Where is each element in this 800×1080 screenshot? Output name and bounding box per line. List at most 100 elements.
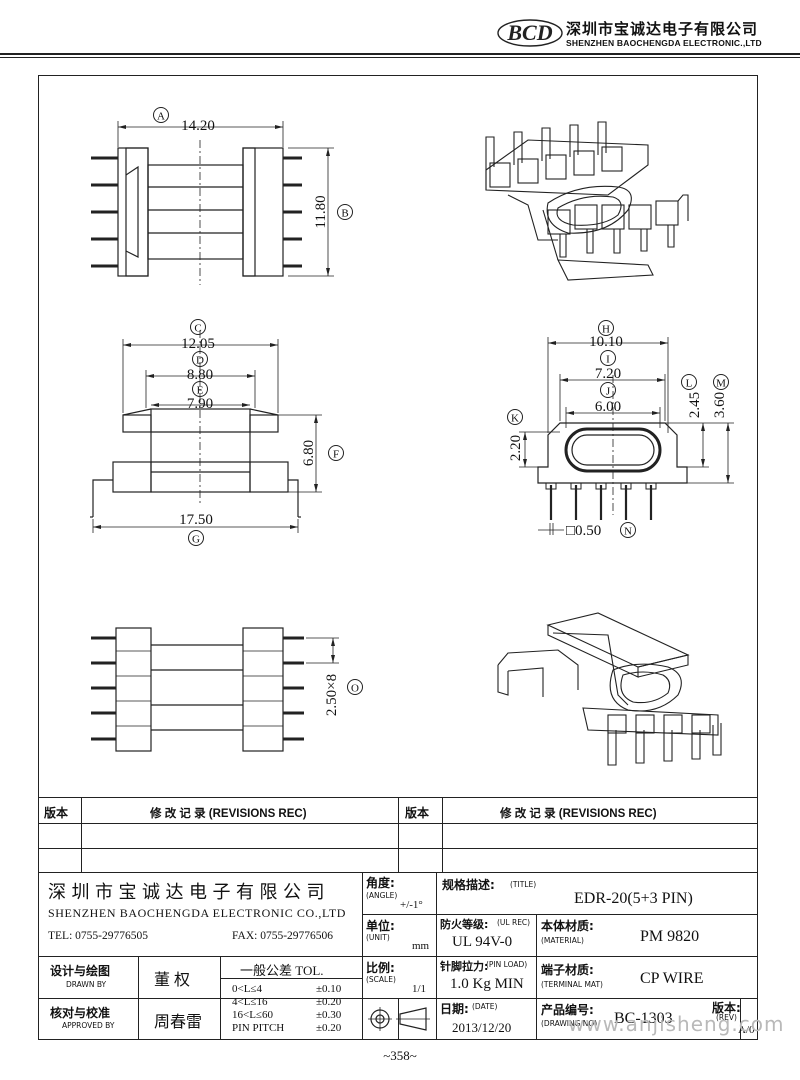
revision-record-header-right: 修 改 记 录 (REVISIONS REC) <box>500 808 657 820</box>
tolerance-value-4: ±0.20 <box>316 1022 342 1034</box>
dim-c-mark: C <box>194 323 201 335</box>
dim-i-value: 7.20 <box>595 366 621 382</box>
drawn-by-name: 董 权 <box>154 972 191 989</box>
dim-g-mark: G <box>192 534 200 546</box>
dim-m-value: 3.60 <box>712 392 728 418</box>
unit-label: 单位: <box>366 919 395 933</box>
header-company-name-en: SHENZHEN BAOCHENGDA ELECTRONIC.,LTD <box>566 38 762 48</box>
dim-h-value: 10.10 <box>589 334 623 350</box>
dim-l-mark: L <box>686 378 693 390</box>
dim-c: C 12.05 <box>181 319 215 352</box>
dim-n: □0.50 N <box>566 522 636 539</box>
tolerance-range-2: 4<L≤16 <box>232 996 268 1008</box>
approved-by-label: 核对与校准 <box>50 1006 111 1020</box>
tolerance-range-4: PIN PITCH <box>232 1022 285 1034</box>
dim-b-mark: B <box>341 208 348 220</box>
title-company-name-en: SHENZHEN BAOCHENGDA ELECTRONIC CO.,LTD <box>48 906 347 920</box>
dim-c-value: 12.05 <box>181 336 215 352</box>
header-rule <box>0 53 800 58</box>
company-fax: FAX: 0755-29776506 <box>232 930 334 942</box>
dim-d: D 8.80 <box>187 351 213 383</box>
date-value: 2013/12/20 <box>452 1020 512 1035</box>
angle-label: 角度: <box>366 876 395 890</box>
drawing-no-value: BC-1303 <box>614 1010 673 1027</box>
title-label: 规格描述: <box>442 878 495 892</box>
dim-g-value: 17.50 <box>179 512 213 528</box>
dim-d-mark: D <box>196 355 204 367</box>
dim-f-value: 6.80 <box>301 440 317 466</box>
dim-b-value: 11.80 <box>313 195 329 228</box>
dim-j-mark: J <box>606 386 611 398</box>
tolerance-value-1: ±0.10 <box>316 983 342 995</box>
dim-h-mark: H <box>602 324 610 336</box>
terminal-value: CP WIRE <box>640 970 704 987</box>
revision-version-header-left: 版本 <box>44 806 69 820</box>
dim-e-mark: E <box>197 385 204 397</box>
date-label-en: (DATE) <box>472 1002 498 1011</box>
tolerance-range-3: 16<L≤60 <box>232 1009 273 1021</box>
fire-rating-label-en: (UL REC) <box>497 918 531 927</box>
company-logo: BCD <box>497 19 563 47</box>
dim-g: 17.50 G <box>179 512 213 546</box>
dim-j: J 6.00 <box>595 382 621 415</box>
dim-m: M 3.60 <box>712 374 729 418</box>
approved-by-label-en: APPROVED BY <box>62 1021 115 1030</box>
dim-a-value: 14.20 <box>181 118 215 134</box>
dim-n-value: □0.50 <box>566 523 601 539</box>
dim-e-value: 7.90 <box>187 396 213 412</box>
dim-o-mark: O <box>351 683 359 695</box>
dim-a: A 14.20 <box>153 107 215 134</box>
dim-i-mark: I <box>606 354 610 366</box>
scale-label-en: (SCALE) <box>366 975 396 984</box>
fire-rating-value: UL 94V-0 <box>452 934 513 950</box>
dim-n-mark: N <box>624 526 632 538</box>
dim-f-mark: F <box>333 449 339 461</box>
dim-a-mark: A <box>157 111 165 123</box>
projection-symbol-icon <box>368 1007 430 1031</box>
dim-e: E 7.90 <box>187 381 213 412</box>
fire-rating-label: 防火等级: <box>440 918 489 931</box>
company-tel: TEL: 0755-29776505 <box>48 930 148 942</box>
tolerance-range-1: 0<L≤4 <box>232 983 262 995</box>
revision-version-header-right: 版本 <box>405 806 430 820</box>
unit-label-en: (UNIT) <box>366 933 390 942</box>
pin-load-label-en: (PIN LOAD) <box>486 960 528 969</box>
top-view <box>91 121 334 285</box>
dim-k: K 2.20 <box>507 409 524 461</box>
tolerance-value-2: ±0.20 <box>316 996 342 1008</box>
terminal-label-en: (TERMINAL MAT) <box>541 980 603 989</box>
angle-value: +/-1° <box>400 899 423 911</box>
dim-o: 2.50×8 O <box>324 674 363 716</box>
approved-by-name: 周春雷 <box>154 1014 203 1031</box>
title-company-name-cn: 深圳市宝诚达电子有限公司 <box>48 882 330 902</box>
front-view <box>90 330 322 533</box>
logo-text: BCD <box>506 20 552 45</box>
dim-l-value: 2.45 <box>687 392 703 418</box>
dim-f: 6.80 F <box>301 440 344 466</box>
material-label-en: (MATERIAL) <box>541 936 584 945</box>
drawing-no-label-en: (DRAWING NO) <box>541 1019 598 1028</box>
rev-label: 版本: <box>712 1001 741 1015</box>
dim-k-mark: K <box>511 413 519 425</box>
rev-value: A/0 <box>738 1024 755 1036</box>
unit-value: mm <box>412 940 430 952</box>
page-number: ~358~ <box>383 1048 417 1063</box>
material-label: 本体材质: <box>541 919 594 933</box>
pin-load-value: 1.0 Kg MIN <box>450 976 524 992</box>
terminal-label: 端子材质: <box>541 963 594 977</box>
drawn-by-label-en: DRAWN BY <box>66 980 107 989</box>
tolerance-value-3: ±0.30 <box>316 1009 342 1021</box>
watermark: www.anjisheng.com <box>568 1012 785 1036</box>
angle-label-en: (ANGLE) <box>366 891 398 900</box>
dim-l: L 2.45 <box>681 374 703 418</box>
drawn-by-label: 设计与绘图 <box>50 964 111 978</box>
dim-o-value: 2.50×8 <box>324 674 340 716</box>
scale-value: 1/1 <box>412 983 427 995</box>
revision-record-header-left: 修 改 记 录 (REVISIONS REC) <box>150 808 307 820</box>
drawing-no-label: 产品编号: <box>541 1003 594 1017</box>
rev-label-en: (REV) <box>716 1013 737 1022</box>
bottom-view <box>91 627 339 752</box>
date-label: 日期: <box>440 1002 469 1016</box>
dim-m-mark: M <box>716 378 726 390</box>
dim-i: I 7.20 <box>595 350 621 382</box>
